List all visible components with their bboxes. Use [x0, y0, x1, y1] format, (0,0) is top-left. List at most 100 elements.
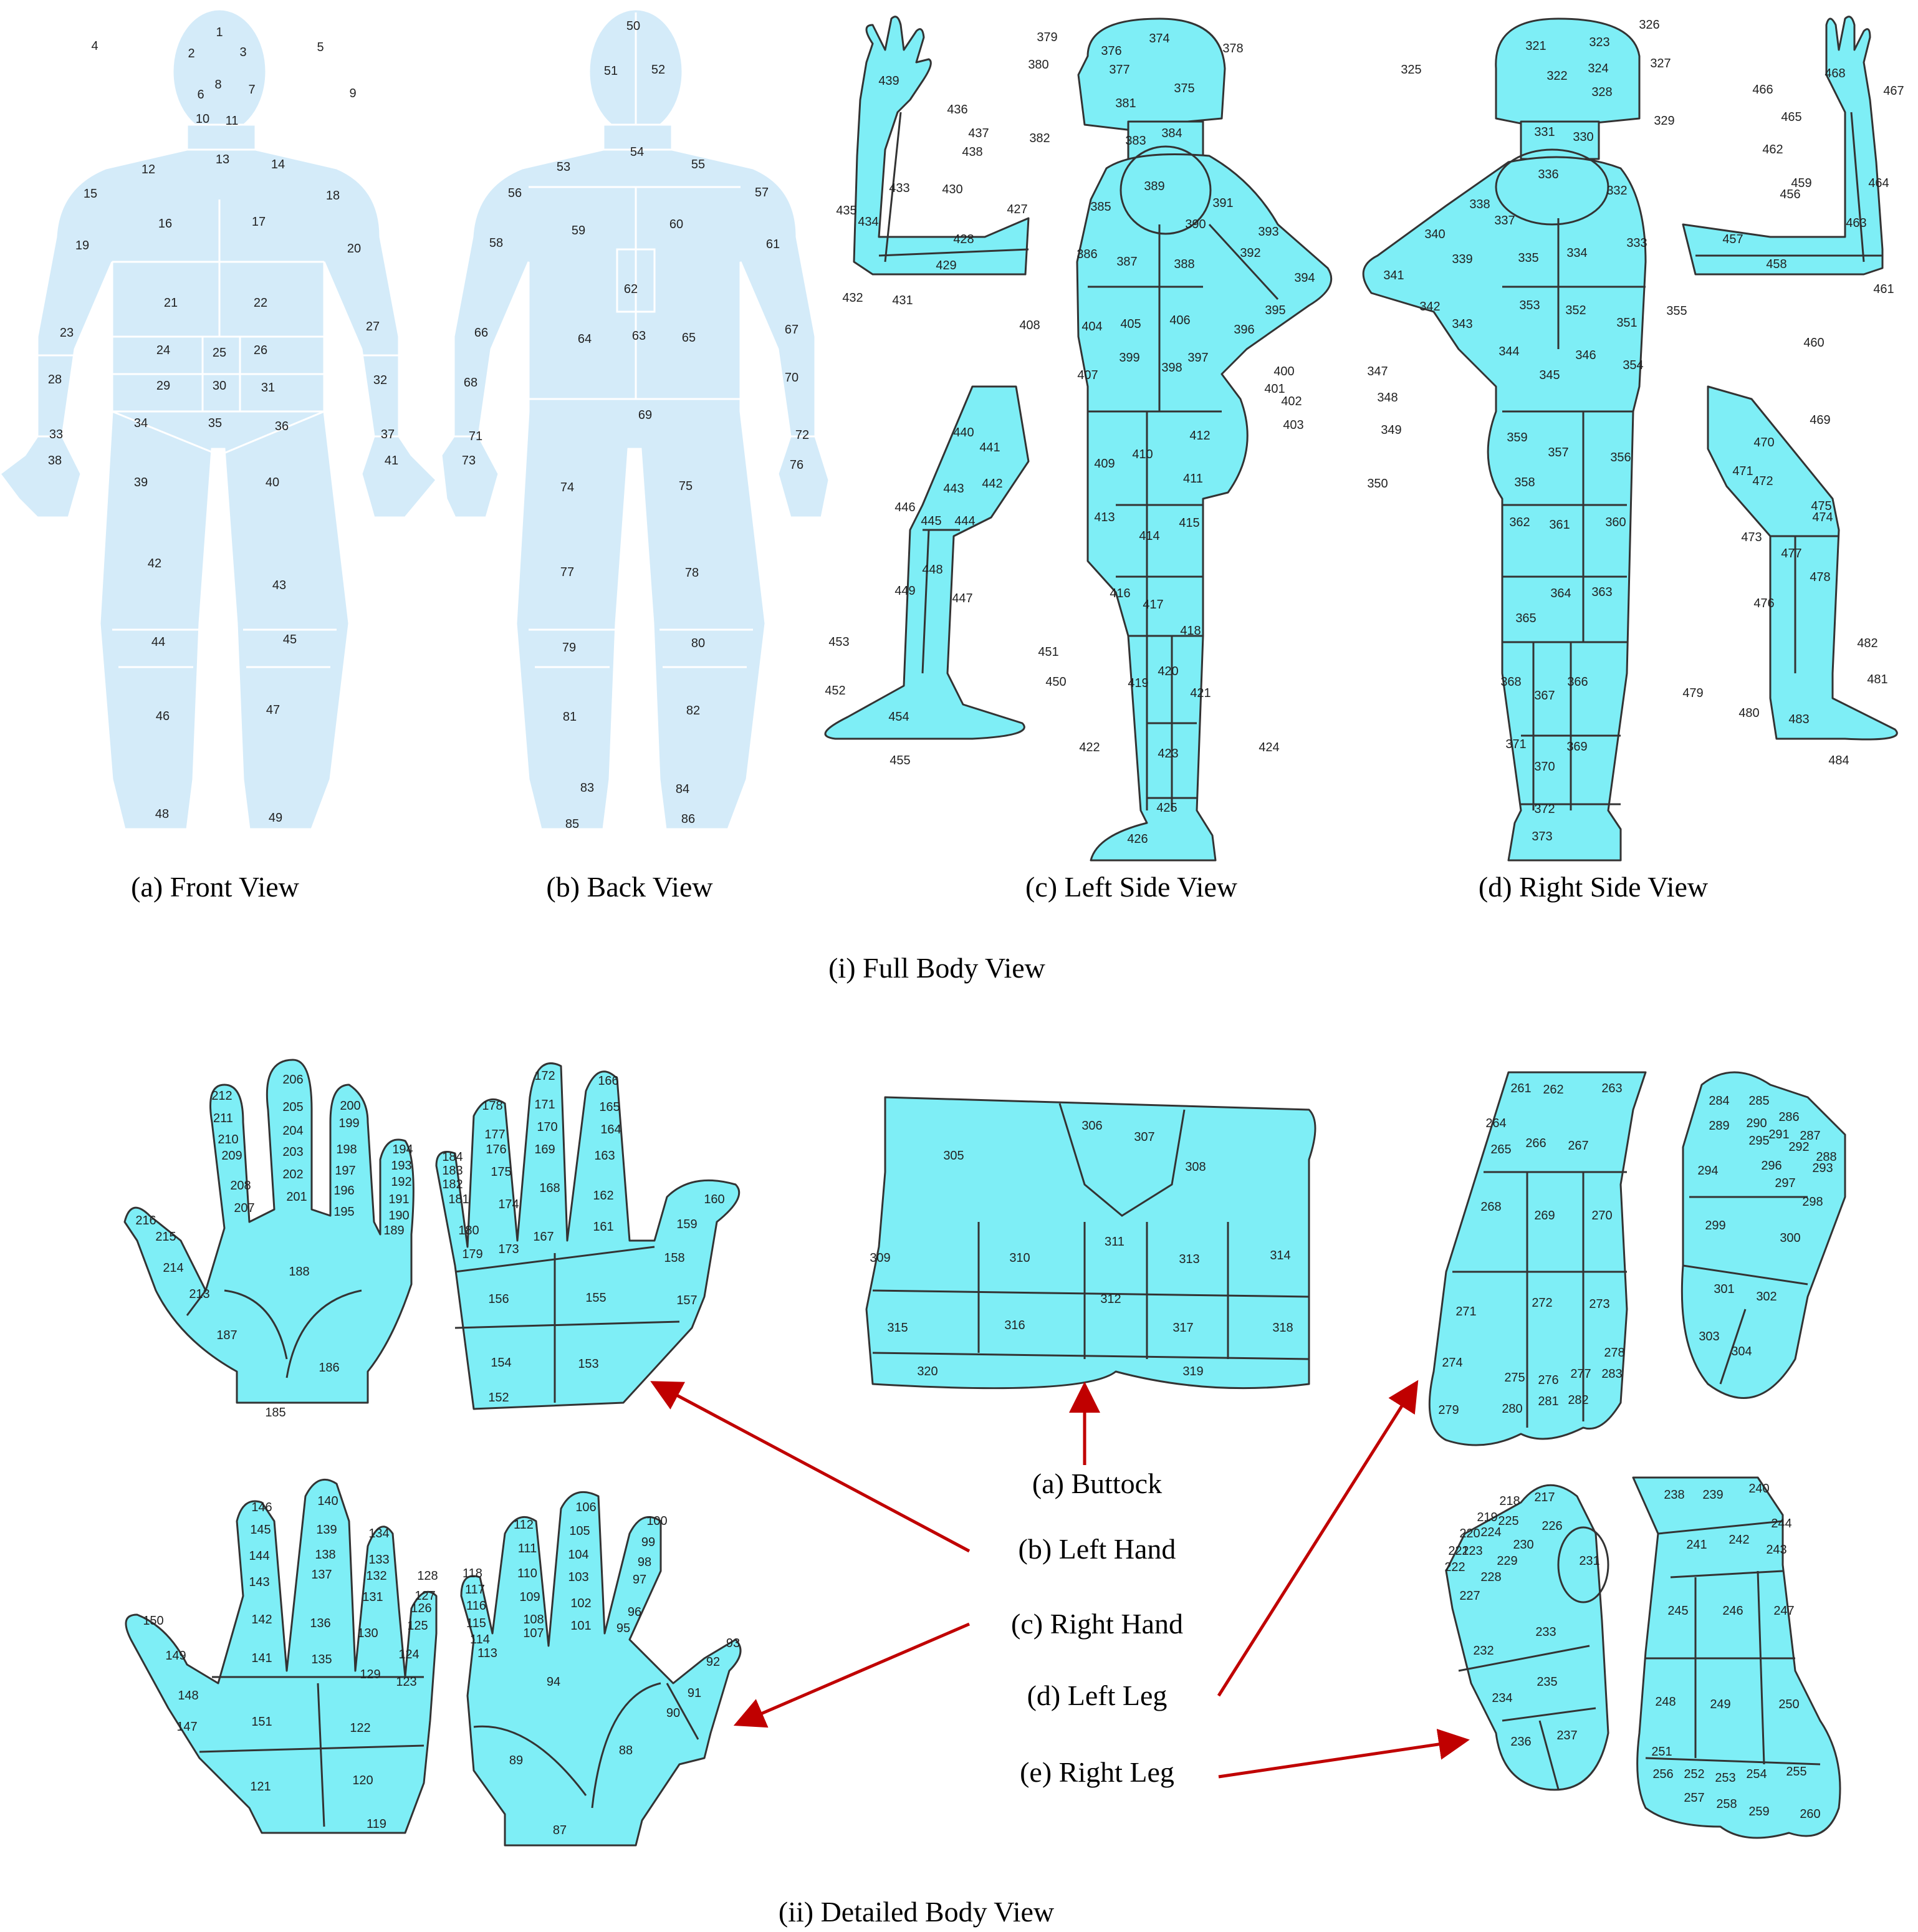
- region-number-391: 391: [1212, 196, 1233, 210]
- region-number-91: 91: [688, 1686, 701, 1700]
- region-number-252: 252: [1684, 1767, 1704, 1781]
- region-number-196: 196: [333, 1184, 354, 1198]
- region-number-210: 210: [218, 1133, 238, 1146]
- region-number-413: 413: [1094, 511, 1115, 524]
- region-number-26: 26: [254, 344, 267, 357]
- region-number-212: 212: [211, 1089, 232, 1103]
- region-number-441: 441: [979, 441, 1000, 454]
- region-number-319: 319: [1182, 1365, 1203, 1378]
- region-number-41: 41: [385, 454, 398, 468]
- region-number-127: 127: [415, 1589, 435, 1603]
- region-number-271: 271: [1455, 1305, 1476, 1319]
- region-number-199: 199: [338, 1117, 359, 1130]
- region-number-473: 473: [1741, 531, 1762, 544]
- region-number-340: 340: [1424, 228, 1445, 241]
- region-number-295: 295: [1748, 1134, 1769, 1148]
- region-number-227: 227: [1459, 1589, 1480, 1603]
- region-number-81: 81: [563, 710, 577, 724]
- region-number-15: 15: [84, 187, 97, 201]
- region-number-371: 371: [1505, 738, 1526, 751]
- region-number-58: 58: [489, 236, 503, 250]
- region-number-379: 379: [1037, 31, 1057, 44]
- region-number-153: 153: [578, 1357, 598, 1371]
- region-number-144: 144: [249, 1549, 269, 1563]
- region-number-159: 159: [676, 1218, 697, 1231]
- region-number-97: 97: [633, 1573, 646, 1587]
- region-number-300: 300: [1780, 1231, 1800, 1245]
- region-number-2: 2: [188, 47, 194, 60]
- region-number-246: 246: [1722, 1604, 1743, 1618]
- region-number-367: 367: [1534, 689, 1555, 703]
- region-number-377: 377: [1109, 63, 1129, 77]
- left-foot-sole-shape: [1681, 1071, 1846, 1399]
- region-number-64: 64: [578, 332, 592, 346]
- region-number-122: 122: [350, 1721, 370, 1735]
- region-number-395: 395: [1265, 304, 1285, 317]
- region-number-386: 386: [1076, 248, 1097, 261]
- region-number-433: 433: [889, 181, 909, 195]
- region-number-206: 206: [282, 1073, 303, 1087]
- region-number-186: 186: [319, 1361, 339, 1375]
- region-number-51: 51: [604, 64, 618, 78]
- left-hand-back-shape: [123, 1059, 415, 1404]
- region-number-129: 129: [360, 1668, 380, 1681]
- region-number-106: 106: [575, 1501, 596, 1514]
- region-number-341: 341: [1383, 269, 1404, 282]
- region-number-98: 98: [638, 1555, 651, 1569]
- region-number-134: 134: [368, 1527, 389, 1540]
- region-number-54: 54: [630, 145, 644, 159]
- region-number-46: 46: [156, 709, 170, 723]
- region-number-331: 331: [1534, 125, 1555, 139]
- region-number-114: 114: [470, 1633, 490, 1646]
- region-number-244: 244: [1771, 1517, 1791, 1531]
- caption-front-view: (a) Front View: [131, 871, 300, 903]
- region-number-241: 241: [1686, 1538, 1707, 1552]
- region-number-161: 161: [593, 1220, 613, 1234]
- region-number-466: 466: [1752, 83, 1773, 97]
- region-number-296: 296: [1761, 1159, 1781, 1173]
- region-number-149: 149: [165, 1649, 186, 1663]
- region-number-430: 430: [942, 183, 962, 196]
- section-title-full-body: (i) Full Body View: [828, 952, 1046, 984]
- region-number-382: 382: [1029, 132, 1050, 145]
- region-number-360: 360: [1605, 516, 1626, 529]
- region-number-17: 17: [252, 215, 266, 229]
- right-side-view-divisions: [1495, 112, 1882, 810]
- region-number-102: 102: [570, 1597, 591, 1610]
- region-number-107: 107: [523, 1627, 544, 1640]
- region-number-141: 141: [251, 1651, 272, 1665]
- region-number-404: 404: [1081, 320, 1102, 334]
- region-number-343: 343: [1452, 317, 1472, 331]
- region-number-288: 288: [1816, 1150, 1836, 1164]
- region-number-427: 427: [1007, 203, 1027, 216]
- region-number-324: 324: [1588, 62, 1608, 75]
- region-number-332: 332: [1606, 184, 1627, 198]
- region-number-406: 406: [1169, 314, 1190, 327]
- label-right-leg: (e) Right Leg: [1020, 1756, 1174, 1788]
- region-number-182: 182: [442, 1178, 463, 1191]
- section-title-detailed: (ii) Detailed Body View: [779, 1896, 1055, 1928]
- region-number-71: 71: [469, 430, 482, 443]
- region-number-217: 217: [1534, 1491, 1555, 1504]
- region-number-228: 228: [1480, 1570, 1501, 1584]
- region-number-279: 279: [1438, 1403, 1459, 1417]
- region-number-89: 89: [509, 1754, 523, 1767]
- region-number-344: 344: [1498, 345, 1519, 358]
- region-number-359: 359: [1507, 431, 1527, 445]
- region-number-69: 69: [638, 408, 652, 422]
- buttock-divisions: [872, 1103, 1310, 1360]
- region-number-480: 480: [1738, 706, 1759, 720]
- region-number-131: 131: [362, 1590, 383, 1604]
- region-number-307: 307: [1134, 1130, 1154, 1144]
- arrow-left-hand: [650, 1381, 971, 1553]
- region-number-168: 168: [539, 1181, 560, 1195]
- region-number-22: 22: [254, 296, 267, 310]
- region-number-154: 154: [491, 1356, 511, 1370]
- region-number-72: 72: [795, 428, 809, 442]
- region-number-235: 235: [1537, 1675, 1557, 1689]
- region-number-353: 353: [1519, 299, 1540, 312]
- front-view-divisions: [37, 199, 399, 668]
- region-number-11: 11: [226, 114, 239, 128]
- region-number-174: 174: [498, 1198, 519, 1211]
